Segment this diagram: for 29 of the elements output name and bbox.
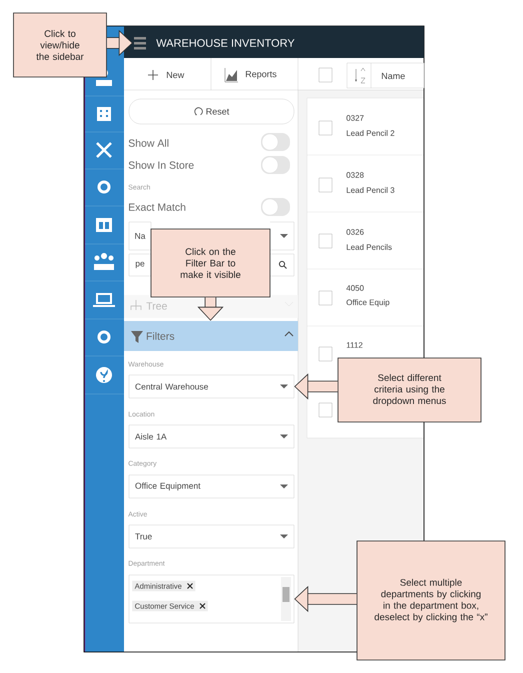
item-code: 0327 bbox=[346, 115, 364, 121]
callout-tooltip: Click to view/hide the sidebar bbox=[13, 12, 107, 78]
item-code: 0328 bbox=[346, 172, 364, 178]
menu-icon bbox=[134, 37, 146, 50]
dropdown-field: Central Warehouse bbox=[128, 374, 294, 398]
item-code: 1112 bbox=[346, 342, 362, 348]
callout-tooltip: Click on the Filter Bar to make it visible bbox=[150, 228, 270, 298]
dropdown-field: True bbox=[128, 524, 294, 548]
filter-bar: Filters bbox=[124, 321, 298, 351]
dropdown-field: Aisle 1A bbox=[128, 424, 294, 448]
toggle-label: Exact Match bbox=[129, 203, 186, 211]
item-code: 0326 bbox=[346, 229, 364, 235]
callout-tooltip: Select different criteria using the dropdown menus bbox=[338, 358, 482, 422]
item-code: 4050 bbox=[346, 285, 364, 291]
dropdown-field: Office Equipment bbox=[128, 474, 294, 498]
reports-button: Reports bbox=[224, 68, 276, 82]
toggle-label: Show In Store bbox=[128, 161, 194, 169]
item-name: Lead Pencil 3 bbox=[346, 187, 394, 193]
column-header: Name bbox=[346, 62, 424, 88]
search-field: pe bbox=[128, 254, 152, 276]
item-name: Lead Pencil 2 bbox=[346, 130, 394, 136]
dropdown-field: Na bbox=[128, 222, 152, 250]
header-bar: WAREHOUSE INVENTORY bbox=[124, 26, 424, 58]
item-name: Office Equip bbox=[346, 299, 390, 307]
callout-tooltip: Select multiple departments by clicking in the department box, deselect by clicking the “x” bbox=[356, 540, 506, 660]
new-button: New bbox=[148, 70, 184, 80]
item-name: Lead Pencils bbox=[346, 244, 392, 250]
reset-button: Reset bbox=[128, 98, 294, 124]
toggle-label: Show All bbox=[128, 139, 168, 147]
